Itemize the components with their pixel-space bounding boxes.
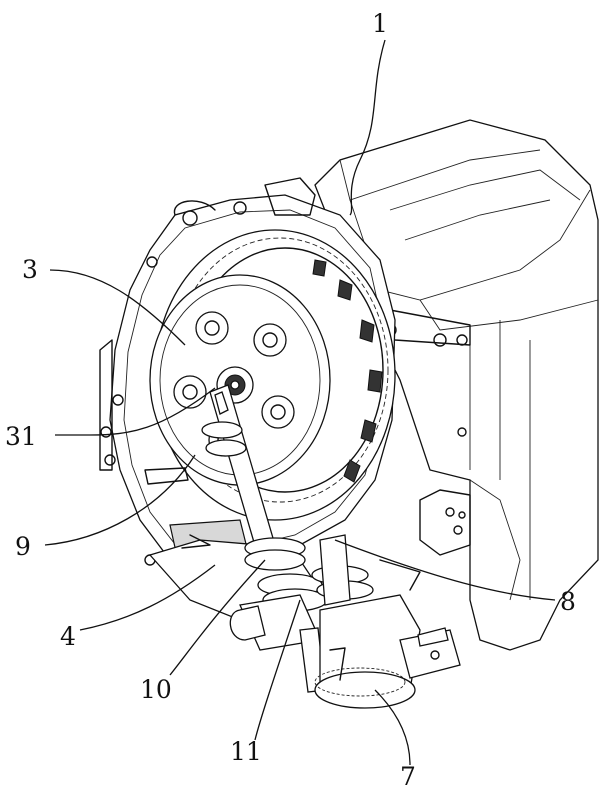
- reference-labels: 1 3 31 9 4 10 11 7 8: [5, 9, 576, 791]
- ref-label-4: 4: [60, 622, 76, 651]
- leader-4: [79, 564, 216, 631]
- ref-label-10: 10: [140, 675, 172, 704]
- ref-label-8: 8: [560, 587, 576, 616]
- leader-11: [254, 599, 301, 741]
- leader-8: [334, 539, 556, 601]
- ref-label-11: 11: [230, 737, 262, 766]
- wiring-bracket: [144, 467, 471, 591]
- ref-label-7: 7: [400, 762, 416, 791]
- leader-31: [55, 387, 216, 436]
- leader-3: [49, 269, 186, 346]
- ref-label-31: 31: [5, 422, 37, 451]
- gear-stack: [229, 534, 374, 693]
- ref-label-9: 9: [15, 532, 31, 561]
- pressure-plate: [149, 274, 331, 486]
- ref-label-1: 1: [372, 9, 388, 38]
- leader-1: [349, 39, 386, 216]
- leader-10: [169, 559, 266, 676]
- motor: [314, 594, 461, 709]
- ref-label-3: 3: [22, 255, 38, 284]
- leader-lines: [44, 39, 556, 766]
- leader-7: [374, 689, 411, 766]
- leader-9: [44, 454, 196, 546]
